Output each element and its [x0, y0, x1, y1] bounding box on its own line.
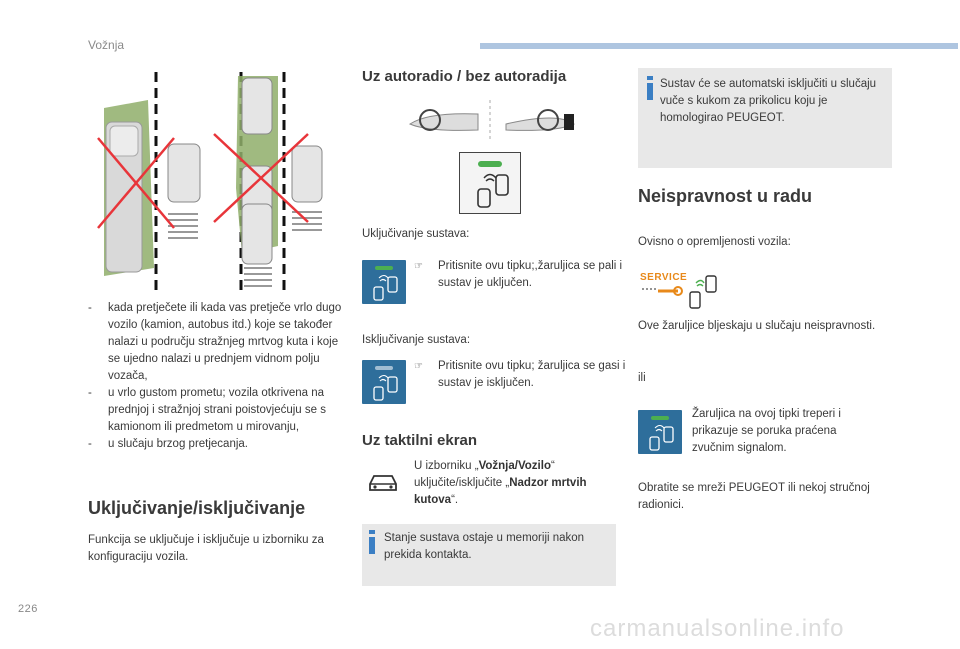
warning-lamps-text: Ove žaruljice bljeskaju u slučaju neispr… [638, 320, 876, 332]
blind-spot-blink-icon [649, 416, 674, 451]
heading-autoradio: Uz autoradio / bez autoradija [362, 68, 567, 85]
blind-spot-button-on [362, 260, 406, 304]
touch-text-mid: “ uključite/isključite „ [414, 460, 555, 489]
dashboard-illustration [408, 100, 575, 142]
touch-item-name: Nadzor mrtvih kutova [414, 477, 587, 506]
info-icon [647, 76, 653, 100]
heading-malfunction: Neispravnost u radu [638, 186, 813, 206]
blind-spot-icon [477, 161, 509, 208]
blind-spot-warning-icon [689, 275, 717, 309]
page-number: 226 [18, 603, 38, 615]
list-item: kada pretječete ili kada vas pretječe vr… [88, 300, 348, 385]
service-warning-lamp: SERVICE [640, 272, 687, 308]
disable-step-text: Pritisnite ovu tipku; žaruljica se gasi … [438, 360, 626, 389]
blink-text: Žaruljica na ovoj tipki treperi i prikaz… [692, 408, 841, 454]
watermark: carmanualsonline.info [590, 615, 845, 642]
list-item: u slučaju brzog pretjecanja. [88, 436, 348, 453]
section-title: Vožnja [88, 38, 125, 52]
heading-touchscreen: Uz taktilni ekran [362, 432, 478, 449]
blind-spot-button-off [362, 360, 406, 404]
touchscreen-instruction: U izborniku „Vožnja/Vozilo“ uključite/is… [414, 458, 610, 509]
on-off-intro: Funkcija se uključuje i isključuje u izb… [88, 534, 324, 563]
equipment-text: Ovisno o opremljenosti vozila: [638, 236, 791, 248]
memory-note: Stanje sustava ostaje u memoriji nakon p… [362, 524, 616, 586]
van-left [167, 143, 201, 203]
enable-label: Uključivanje sustava: [362, 228, 470, 240]
arrow-icon: ☞ [414, 261, 423, 272]
exceptions-list: kada pretječete ili kada vas pretječe vr… [88, 300, 348, 453]
service-label: SERVICE [640, 272, 688, 283]
blind-spot-off-icon [373, 366, 398, 401]
wrench-icon [642, 286, 683, 296]
enable-step: ☞ Pritisnite ovu tipku;,žaruljica se pal… [414, 258, 632, 292]
red-cross-left [97, 137, 175, 229]
touch-text-post: “. [451, 494, 459, 506]
contact-text: Obratite se mreži PEUGEOT ili nekoj stru… [638, 482, 870, 511]
red-cross-right [213, 133, 309, 223]
car-icon [369, 475, 397, 491]
blind-spot-button-large [459, 152, 521, 214]
disable-label: Isključivanje sustava: [362, 334, 471, 346]
enable-step-text: Pritisnite ovu tipku;,žaruljica se pali … [438, 260, 623, 289]
towing-note: Sustav će se automatski isključiti u slu… [638, 68, 892, 168]
disable-step: ☞ Pritisnite ovu tipku; žaruljica se gas… [414, 358, 632, 392]
memory-note-text: Stanje sustava ostaje u memoriji nakon p… [384, 532, 585, 561]
header-bar [480, 43, 958, 49]
touch-menu-name: Vožnja/Vozilo [478, 460, 551, 472]
or-text: ili [638, 372, 646, 384]
heading-on-off: Uključivanje/isključivanje [88, 498, 306, 518]
blind-spot-illustration [97, 72, 323, 296]
blind-spot-button-blinking [638, 410, 682, 454]
blind-spot-on-icon [373, 266, 398, 301]
info-icon [369, 530, 375, 554]
touch-text-pre: U izborniku „ [414, 460, 479, 472]
list-item: u vrlo gustom prometu; vozila otkrivena … [88, 385, 348, 436]
towing-note-text: Sustav će se automatski isključiti u slu… [660, 78, 877, 124]
arrow-icon: ☞ [414, 361, 423, 372]
